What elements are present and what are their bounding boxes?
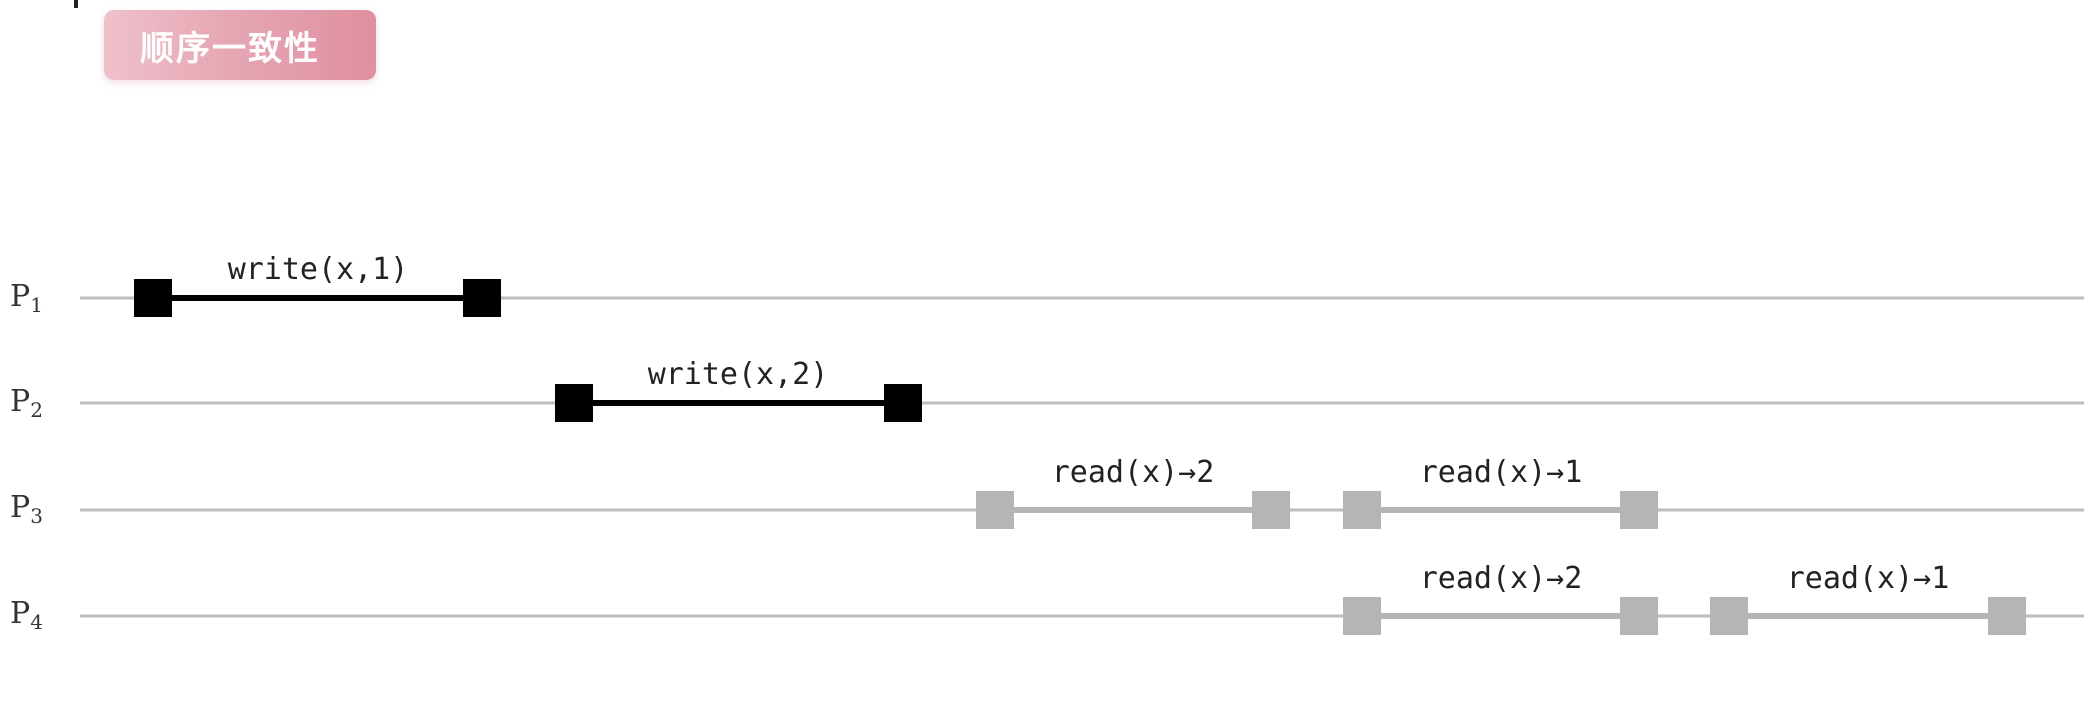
op-start-marker bbox=[1343, 491, 1381, 529]
op-label: read(x)→2 bbox=[1052, 455, 1215, 490]
process-label-p4: P4 bbox=[10, 596, 43, 634]
process-label-p3: P3 bbox=[10, 490, 43, 528]
op-start-marker bbox=[555, 384, 593, 422]
process-row-p1: P1 write(x,1) bbox=[10, 252, 2084, 317]
op-end-marker bbox=[1252, 491, 1290, 529]
op-read-2: read(x)→2 bbox=[976, 455, 1290, 529]
op-end-marker bbox=[884, 384, 922, 422]
corner-mark bbox=[74, 0, 78, 8]
op-write-x2: write(x,2) bbox=[555, 357, 922, 422]
process-name-p2: P bbox=[10, 384, 30, 419]
process-row-p3: P3 read(x)→2 read(x)→1 bbox=[10, 455, 2084, 529]
process-row-p4: P4 read(x)→2 read(x)→1 bbox=[10, 561, 2084, 635]
op-read-1: read(x)→1 bbox=[1710, 561, 2026, 635]
op-label: write(x,2) bbox=[648, 357, 829, 392]
op-start-marker bbox=[1710, 597, 1748, 635]
op-write-x1: write(x,1) bbox=[134, 252, 501, 317]
op-read-2: read(x)→2 bbox=[1343, 561, 1658, 635]
op-label: read(x)→1 bbox=[1420, 455, 1583, 490]
process-sub-p2: 2 bbox=[30, 398, 43, 422]
page-title: 顺序一致性 bbox=[140, 28, 320, 69]
op-label: write(x,1) bbox=[228, 252, 409, 287]
process-name-p4: P bbox=[10, 596, 30, 631]
op-end-marker bbox=[1620, 491, 1658, 529]
op-label: read(x)→1 bbox=[1787, 561, 1950, 596]
op-end-marker bbox=[463, 279, 501, 317]
process-name-p3: P bbox=[10, 490, 30, 525]
op-start-marker bbox=[134, 279, 172, 317]
process-label-p2: P2 bbox=[10, 384, 43, 422]
process-label-p1: P1 bbox=[10, 279, 43, 317]
process-sub-p3: 3 bbox=[30, 504, 43, 528]
op-label: read(x)→2 bbox=[1420, 561, 1583, 596]
title-badge: 顺序一致性 bbox=[104, 10, 376, 80]
process-sub-p1: 1 bbox=[30, 293, 43, 317]
process-name-p1: P bbox=[10, 279, 30, 314]
process-row-p2: P2 write(x,2) bbox=[10, 357, 2084, 422]
op-end-marker bbox=[1620, 597, 1658, 635]
process-sub-p4: 4 bbox=[30, 610, 43, 634]
op-start-marker bbox=[976, 491, 1014, 529]
op-start-marker bbox=[1343, 597, 1381, 635]
op-end-marker bbox=[1988, 597, 2026, 635]
op-read-1: read(x)→1 bbox=[1343, 455, 1658, 529]
